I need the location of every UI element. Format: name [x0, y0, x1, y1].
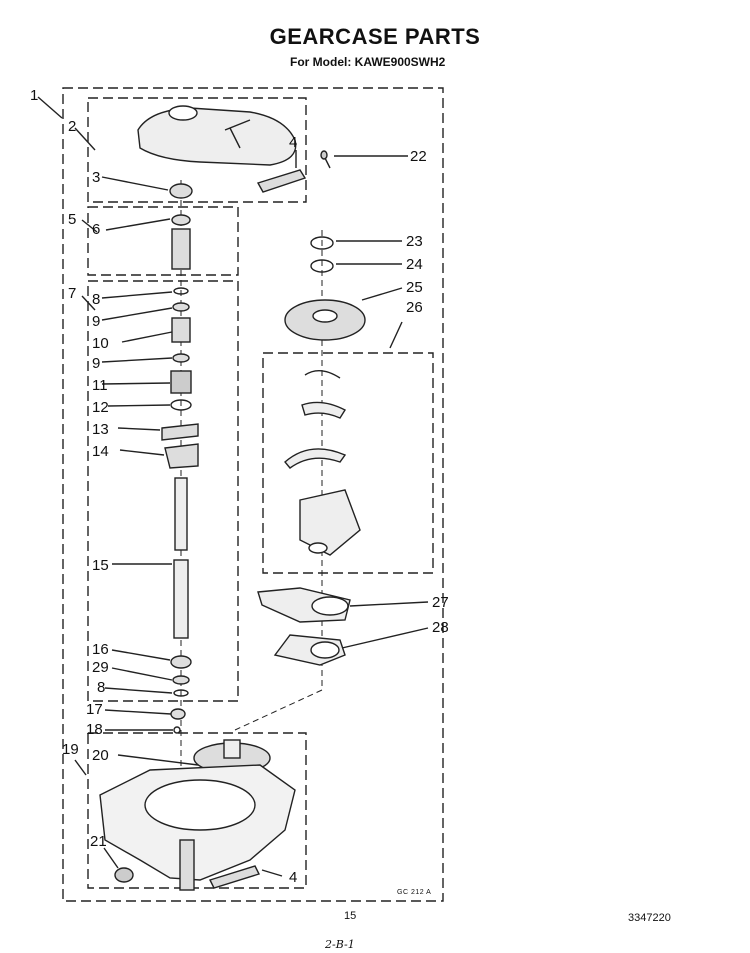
callout-11: 11: [92, 377, 108, 394]
washer-8: [173, 287, 189, 295]
washer-9: [172, 302, 190, 312]
callout-17: 17: [86, 701, 103, 718]
shifter-plate: [299, 489, 361, 556]
ring-12: [170, 399, 192, 411]
ring-23: [310, 236, 334, 250]
callout-1: 1: [30, 87, 38, 104]
pinion: [171, 228, 191, 270]
block-14: [164, 443, 199, 469]
gearcase-cover: [137, 107, 297, 166]
callout-18: 18: [86, 721, 103, 738]
page-number: 15: [344, 910, 357, 922]
washer-8b: [173, 689, 189, 697]
washer-9b: [172, 353, 190, 363]
housing-group-box: [87, 732, 307, 889]
pinion-group-box: [87, 206, 239, 276]
callout-9: 9: [92, 313, 100, 330]
callout-8b: 8: [97, 679, 105, 696]
ring-24: [310, 259, 334, 273]
spring-10: [171, 317, 191, 343]
grommet-21: [114, 867, 134, 883]
callout-12: 12: [92, 399, 109, 416]
callout-3: 3: [92, 169, 100, 186]
callout-24: 24: [406, 256, 423, 273]
seal: [169, 183, 193, 199]
shaft-upper: [174, 477, 188, 551]
document-number: 3347220: [628, 912, 671, 924]
callout-6: 6: [92, 221, 100, 238]
handwritten-note: 2-B-1: [325, 938, 355, 951]
callout-8: 8: [92, 291, 100, 308]
callout-4b: 4: [289, 869, 297, 886]
callout-4: 4: [289, 134, 297, 151]
cover-group-box: [87, 97, 307, 203]
callout-19: 19: [62, 741, 79, 758]
shifter-group-box: [262, 352, 434, 574]
bearing: [171, 214, 191, 226]
callout-14: 14: [92, 443, 109, 460]
callout-23: 23: [406, 233, 423, 250]
callout-9b: 9: [92, 355, 100, 372]
callout-labels: 1 2 3 4 5 6 7 8 9 10 9 11 12 13 14 15 16…: [30, 87, 449, 886]
ball-18: [173, 726, 181, 734]
callout-26: 26: [406, 299, 423, 316]
cam-13: [161, 423, 199, 441]
grease-tube: [256, 169, 307, 193]
shifter-clip: [304, 370, 341, 379]
callout-28: 28: [432, 619, 449, 636]
callout-5: 5: [68, 211, 76, 228]
shaft-group-box: [87, 280, 239, 702]
callout-27: 27: [432, 594, 449, 611]
callout-15: 15: [92, 557, 109, 574]
washer-29: [172, 675, 190, 685]
grease-tube-2: [209, 865, 260, 889]
callout-16: 16: [92, 641, 109, 658]
callout-29: 29: [92, 659, 109, 676]
page-title: GEARCASE PARTS: [269, 24, 481, 49]
callout-21: 21: [90, 833, 107, 850]
drawing-code: GC 212 A: [397, 889, 432, 896]
callout-7: 7: [68, 285, 76, 302]
callout-22: 22: [410, 148, 427, 165]
shaft-lower: [173, 559, 189, 639]
callout-25: 25: [406, 279, 423, 296]
callout-20: 20: [92, 747, 109, 764]
model-number: For Model: KAWE900SWH2: [290, 55, 446, 69]
callout-10: 10: [92, 335, 109, 352]
assembly-frame: [62, 87, 444, 902]
gear-11: [170, 370, 192, 394]
callout-2: 2: [68, 118, 76, 135]
screw: [320, 150, 328, 160]
washer-16: [170, 655, 192, 669]
bushing-17: [170, 708, 186, 720]
callout-13: 13: [92, 421, 109, 438]
